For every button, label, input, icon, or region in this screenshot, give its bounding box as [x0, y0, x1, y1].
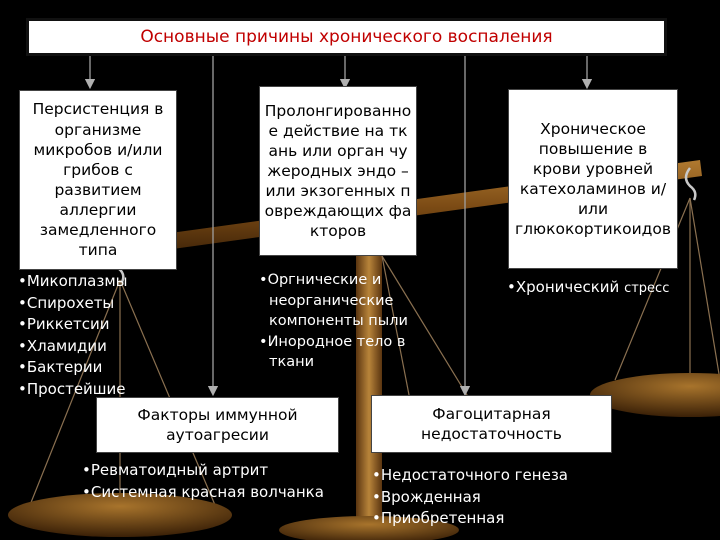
list-item: Риккетсии	[18, 314, 128, 336]
list-phagocytic: Недостаточного генеза Врожденная Приобре…	[372, 465, 568, 530]
cause-box-phagocytic: Фагоцитарная недостаточность	[371, 395, 612, 453]
list-item: Врожденная	[372, 487, 568, 509]
list-item: Микоплазмы	[18, 271, 128, 293]
list-item: Оргнические и неорганические компоненты …	[259, 270, 409, 332]
diagram-title: Основные причины хронического воспаления	[140, 26, 553, 47]
cause-text-prolonged: Пролонгированное действие на ткань или о…	[264, 101, 412, 241]
cause-box-chronic-increase: Хроническое повышение в крови уровней ка…	[508, 89, 678, 269]
list-persistence: Микоплазмы Спирохеты Риккетсии Хламидии …	[18, 271, 128, 400]
cause-text-autoaggression: Факторы иммунной аутоагресии	[137, 405, 298, 444]
diagram-title-box: Основные причины хронического воспаления	[26, 18, 667, 56]
cause-text-chronic-increase: Хроническое повышение в крови уровней ка…	[515, 119, 671, 239]
list-item: Бактерии	[18, 357, 128, 379]
list-chronic-increase: •Хронический стресс	[507, 278, 670, 296]
list-prolonged: Оргнические и неорганические компоненты …	[259, 270, 409, 373]
list-item: Системная красная волчанка	[82, 482, 324, 504]
list-autoaggression: Ревматоидный артрит Системная красная во…	[82, 460, 324, 503]
list-item: Недостаточного генеза	[372, 465, 568, 487]
list-item: Инородное тело в ткани	[259, 332, 409, 373]
list-item: Ревматоидный артрит	[82, 460, 324, 482]
cause-box-persistence: Персистенция в организме микробов и/или …	[19, 90, 177, 270]
cause-text-persistence: Персистенция в организме микробов и/или …	[32, 100, 164, 260]
list-item: Простейшие	[18, 379, 128, 401]
list-item-small: стресс	[624, 281, 670, 296]
list-item: Хронический	[515, 278, 620, 296]
list-item: Спирохеты	[18, 293, 128, 315]
cause-box-prolonged: Пролонгированное действие на ткань или о…	[259, 86, 417, 256]
list-item: Приобретенная	[372, 508, 568, 530]
cause-text-phagocytic: Фагоцитарная недостаточность	[421, 404, 562, 443]
cause-box-autoaggression: Факторы иммунной аутоагресии	[96, 397, 339, 453]
list-item: Хламидии	[18, 336, 128, 358]
